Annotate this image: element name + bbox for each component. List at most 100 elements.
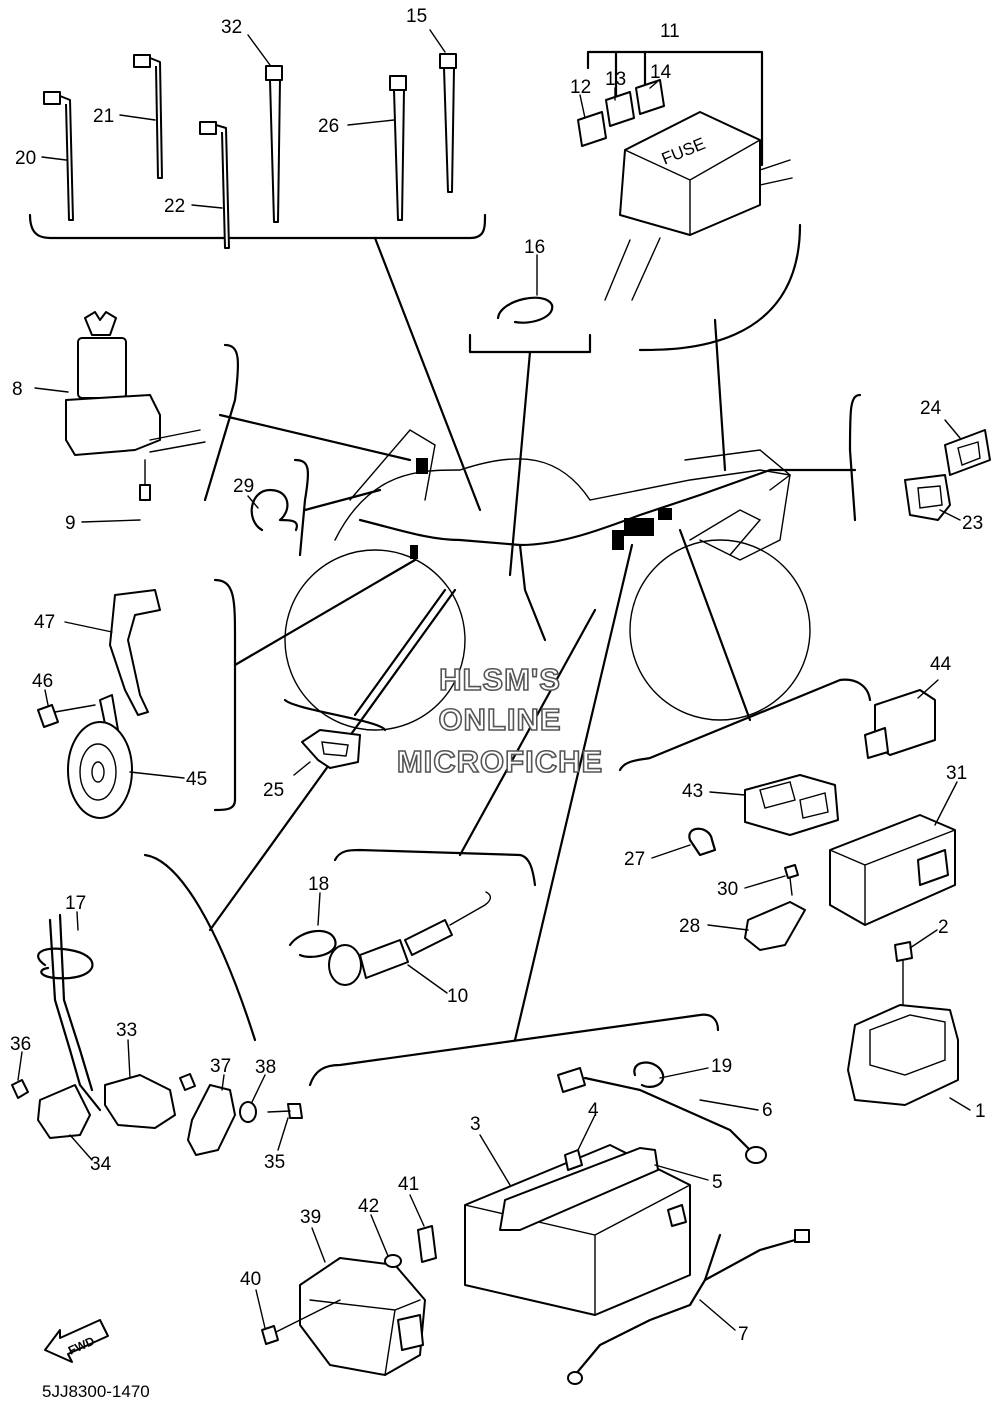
sidestand-switch-33 <box>104 1074 176 1129</box>
battery-cable-7-connector <box>794 1229 810 1243</box>
leader-31 <box>934 781 958 826</box>
leader-fuse-box <box>713 318 727 472</box>
callout-42: 42 <box>358 1196 379 1217</box>
clamp-25-slot <box>321 741 349 757</box>
leader-44 <box>917 679 939 699</box>
leader-41 <box>409 1194 425 1227</box>
callout-35: 35 <box>264 1152 285 1173</box>
battery-cable-6-terminal <box>745 1146 767 1164</box>
callout-20: 20 <box>15 148 36 169</box>
leader-33 <box>127 1039 131 1079</box>
leader-4 <box>577 1114 596 1151</box>
callout-41: 41 <box>398 1174 419 1195</box>
cable-tie-20-strap <box>59 95 74 221</box>
leader-29 <box>247 495 259 509</box>
leader-2 <box>909 929 938 949</box>
screw-30-shank <box>789 877 793 896</box>
wire-band-19 <box>633 1061 665 1089</box>
leader-26 <box>347 119 395 126</box>
clamp-25-body <box>301 729 361 769</box>
cable-tie-26-head <box>389 75 407 91</box>
leader-3 <box>479 1134 511 1186</box>
cable-tie-15-strap <box>443 67 455 193</box>
callout-33: 33 <box>116 1020 137 1041</box>
callout-9: 9 <box>65 513 76 534</box>
main-switch-assembly <box>65 311 206 501</box>
horn-45 <box>67 721 133 819</box>
drawing-code: 5JJ8300-1470 <box>42 1382 150 1401</box>
relay-44-plug <box>864 727 889 759</box>
leader-39 <box>311 1227 326 1263</box>
bracket-battery <box>308 1013 720 1087</box>
control-unit-31 <box>829 814 956 926</box>
relay-44 <box>864 689 936 759</box>
bolt-40-head <box>261 1325 279 1345</box>
main-switch-body <box>77 337 127 399</box>
collar-42 <box>384 1254 402 1268</box>
battery-cable-7-branch <box>703 1238 797 1282</box>
bracket-part-25 <box>283 698 387 732</box>
callout-37: 37 <box>210 1056 231 1077</box>
motorcycle-outline <box>284 429 811 731</box>
leader-46 <box>44 689 49 706</box>
sidestand-lead-17b <box>58 913 94 1092</box>
battery-cable-7 <box>573 1233 722 1377</box>
group-brackets <box>28 213 872 1087</box>
cable-tie-22-head <box>199 121 217 135</box>
fuse-box-edges <box>624 139 761 236</box>
wire-holder-23 <box>904 474 951 521</box>
neutral-switch-housing <box>359 939 409 979</box>
battery-terminal-4 <box>564 1149 583 1171</box>
callout-4: 4 <box>588 1100 599 1121</box>
switch-screw <box>179 1073 196 1091</box>
leader-17 <box>76 911 79 931</box>
leader-9 <box>81 519 141 523</box>
bracket-relays <box>618 678 872 772</box>
main-switch-wire <box>149 429 206 453</box>
leader-38 <box>251 1074 266 1103</box>
callout-29: 29 <box>233 476 254 497</box>
watermark: HLSM'S ONLINE MICROFICHE <box>396 661 603 780</box>
callout-18: 18 <box>308 874 329 895</box>
callout-3: 3 <box>470 1114 481 1135</box>
fuse-12 <box>577 111 607 147</box>
leader-7 <box>699 1299 736 1331</box>
bracket-fuse-box <box>638 223 802 352</box>
harness-connector-b <box>624 518 654 536</box>
leader-part-25 <box>353 588 447 717</box>
horn-45-center <box>91 761 105 783</box>
leader-22 <box>191 204 223 209</box>
callout-6: 6 <box>762 1100 773 1121</box>
cable-tie-22 <box>199 121 230 249</box>
callout-15: 15 <box>406 6 427 27</box>
bolt-40-shank <box>275 1299 341 1333</box>
front-fairing <box>349 429 436 501</box>
leader-1 <box>949 1097 971 1111</box>
callout-16: 16 <box>524 237 545 258</box>
wire-clamp-29 <box>250 488 298 532</box>
relay-43-sockets <box>759 781 829 819</box>
wire-holder-24 <box>944 429 991 476</box>
callout-2: 2 <box>938 917 949 938</box>
harness-branch <box>518 543 547 642</box>
fuse-box-wire-right <box>759 159 793 186</box>
callout-43: 43 <box>682 781 703 802</box>
holder-24-window <box>957 441 981 466</box>
fuse-box-wire <box>604 237 661 301</box>
leader-47 <box>64 621 113 633</box>
sidestand-lead-17 <box>48 918 102 1112</box>
clamp-25 <box>301 729 361 769</box>
fwd-arrow-icon <box>44 1319 109 1363</box>
relay-assembly <box>688 689 956 951</box>
screw-35-shank <box>267 1110 291 1113</box>
leader-42 <box>370 1214 389 1257</box>
leader-21 <box>119 114 156 121</box>
leader-12-14 <box>579 81 658 119</box>
leader-5 <box>654 1164 709 1181</box>
cable-tie-15 <box>439 53 457 193</box>
leader-32 <box>247 34 271 66</box>
callout-28: 28 <box>679 916 700 937</box>
leader-34 <box>69 1134 93 1161</box>
callout-19: 19 <box>711 1056 732 1077</box>
fuse-box-assembly: FUSE <box>577 50 793 301</box>
